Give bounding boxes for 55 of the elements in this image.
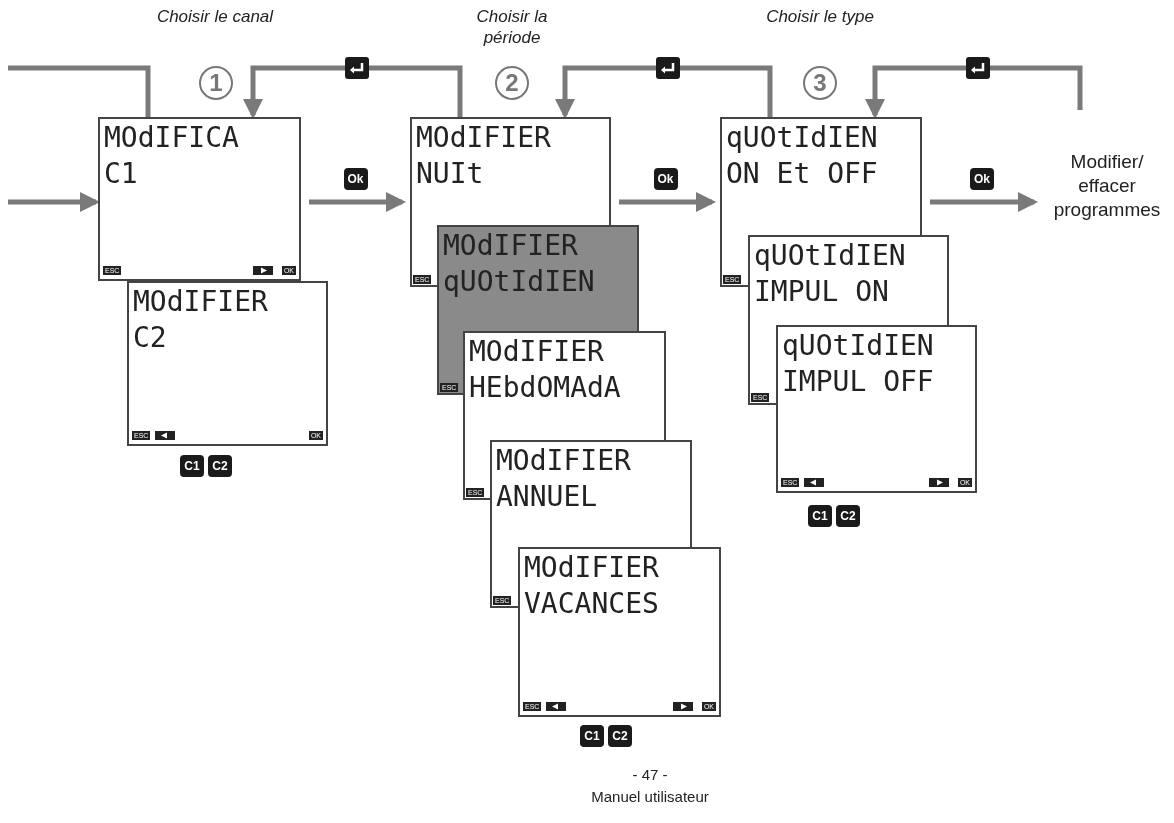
arrow [865,65,1083,119]
lcd-screen [518,547,721,717]
lcd-text: IMPUL OFF [782,365,934,399]
ok-key: Ok [653,168,678,190]
step-heading: Choisir la période [475,6,549,48]
lcd-screen [776,325,977,493]
lcd-text: qUOtIdIEN [443,265,595,299]
lcd-text: MOdIFIER [416,121,551,155]
step-number: 2 [495,66,529,100]
channel-key: C2 [608,725,632,747]
footer-text: Manuel utilisateur [590,787,710,807]
step-heading: Choisir le type [765,6,875,27]
channel-key: C1 [180,455,204,477]
lcd-text: qUOtIdIEN [782,329,934,363]
lcd-text: ANNUEL [496,480,598,514]
lcd-screen [410,117,611,225]
lcd-text: MOdIFIER [133,285,268,319]
lcd-text: MOdIFIER [524,551,659,585]
ok-key: Ok [970,168,994,190]
lcd-screen [127,281,328,446]
lcd-text: C2 [133,321,167,355]
lcd-text: VACANCES [524,587,659,621]
lcd-text: qUOtIdIEN [754,239,906,273]
lcd-screen [748,235,949,325]
step-text: Modifier/ effacer programmes [1040,150,1174,222]
arrow [555,65,773,119]
channel-key: C1 [808,505,832,527]
lcd-text: HEbdOMAdA [469,371,621,405]
lcd-text: ON Et OFF [726,157,878,191]
arrow [930,192,1038,212]
channel-key: C2 [208,455,232,477]
arrow [8,192,100,212]
lcd-screen [720,117,922,235]
lcd-text: MOdIFIER [443,229,578,263]
channel-key: C2 [836,505,860,527]
channel-key: C1 [580,725,604,747]
arrow [309,192,406,212]
lcd-screen [490,440,692,547]
arrow [243,65,463,119]
step-number: 1 [199,66,233,100]
lcd-text: MOdIFIER [496,444,631,478]
lcd-text: IMPUL ON [754,275,889,309]
lcd-text: NUIt [416,157,484,191]
ok-key: Ok [343,168,368,190]
lcd-text: MOdIFICA [104,121,239,155]
lcd-screen [437,225,639,331]
step-number: 3 [803,66,837,100]
arrow [619,192,716,212]
lcd-text: qUOtIdIEN [726,121,878,155]
lcd-screen [463,331,666,440]
lcd-text: C1 [104,157,138,191]
footer-text: - 47 - [631,765,669,785]
step-heading: Choisir le canal [155,6,275,27]
lcd-text: MOdIFIER [469,335,604,369]
lcd-screen [98,117,301,281]
